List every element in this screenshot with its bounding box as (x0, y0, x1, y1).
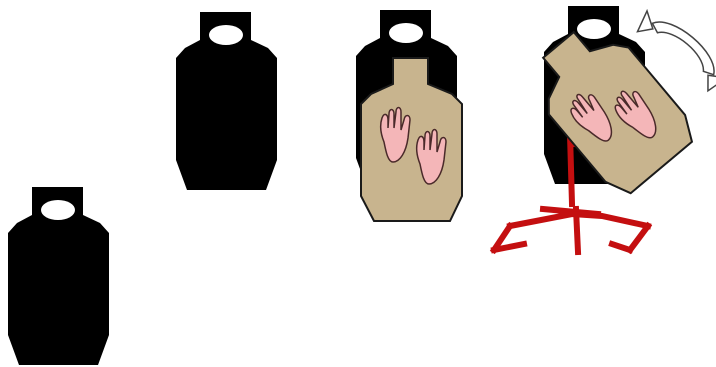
silhouette-target-2 (176, 12, 277, 190)
silhouette-target-icon (176, 12, 277, 190)
target-stand-icon (489, 130, 653, 256)
rotate-arrow-icon (636, 8, 716, 93)
silhouette-target-icon (356, 10, 463, 222)
silhouette-target-4 (488, 4, 716, 259)
silhouette-target-icon (489, 6, 716, 256)
silhouette-target-1 (8, 187, 109, 365)
silhouette-target-3 (356, 10, 466, 225)
no-shoot-hands-icon (541, 30, 694, 195)
silhouette-target-icon (8, 187, 109, 365)
no-shoot-hands-icon (360, 57, 463, 222)
